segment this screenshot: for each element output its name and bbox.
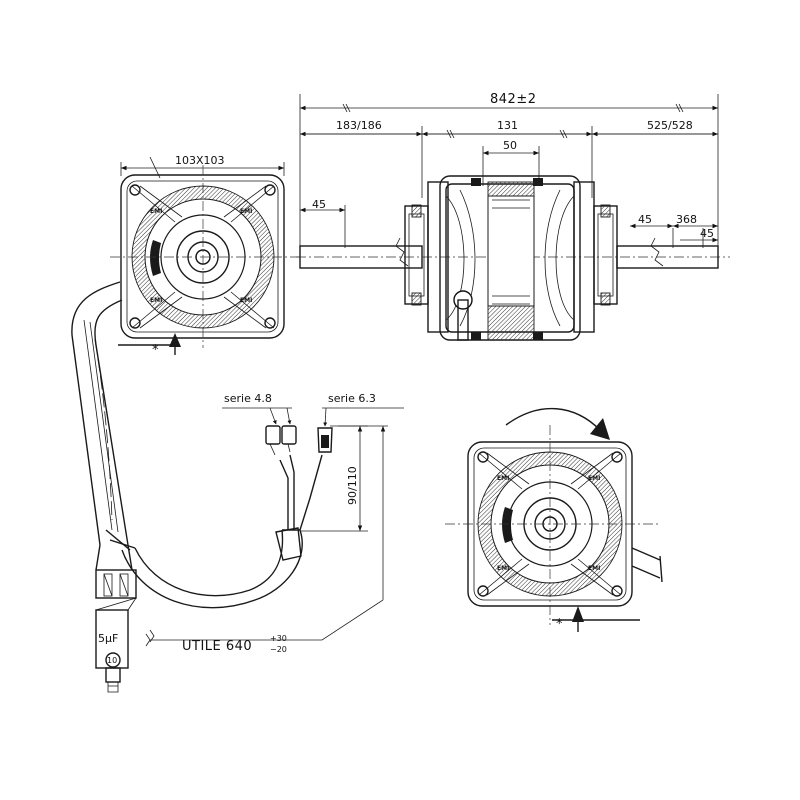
body-length-label: 131 <box>497 119 518 132</box>
emi-mark: EMI <box>588 475 600 482</box>
capacitor: 5µF 10 <box>95 569 137 693</box>
right-flat-label: 45 <box>638 213 652 226</box>
left-shaft-label: 183/186 <box>336 119 382 132</box>
cable-assembly <box>71 281 323 609</box>
lead-length-dimension: 90/110 <box>300 425 368 532</box>
utile-tol-minus: −20 <box>270 645 287 654</box>
capacitor-code: 10 <box>107 656 117 665</box>
emi-mark: EMI <box>240 208 252 215</box>
segment-dimensions: 183/186 131 525/528 50 <box>300 119 718 198</box>
serie-48-label: serie 4.8 <box>224 392 272 405</box>
serie-63-label: serie 6.3 <box>328 392 376 405</box>
right-368-label: 368 <box>676 213 697 226</box>
connectors: serie 4.8 serie 6.3 <box>222 392 404 456</box>
left-flat-label: 45 <box>312 198 326 211</box>
center-width-label: 50 <box>503 139 517 152</box>
emi-mark: EMI <box>150 208 162 215</box>
emi-mark: EMI <box>497 565 509 572</box>
emi-mark: EMI <box>588 565 600 572</box>
utile-dimension: UTILE 640 +30 −20 <box>145 425 388 654</box>
lead-90-110-label: 90/110 <box>346 466 359 505</box>
capacitor-value: 5µF <box>98 632 118 645</box>
right-shaft-label: 525/528 <box>647 119 693 132</box>
front-view-bottom: EMI EMI EMI EMI * <box>445 407 663 632</box>
side-view: 45 45 368 45 <box>296 175 730 341</box>
emi-mark: EMI <box>497 475 509 482</box>
frame-size-label: 103X103 <box>175 154 225 167</box>
asterisk-mark: * <box>152 343 159 358</box>
utile-tol-plus: +30 <box>270 634 287 643</box>
overall-length-label: 842±2 <box>490 92 536 107</box>
right-end-label: 45 <box>700 227 714 240</box>
emi-mark: EMI <box>150 297 162 304</box>
overall-dimension: 842±2 <box>299 92 719 262</box>
utile-label: UTILE 640 <box>182 639 252 654</box>
emi-mark: EMI <box>240 297 252 304</box>
front-view-top: 103X103 EMI EMI EMI EMI * <box>110 154 300 358</box>
asterisk-mark-bottom: * <box>556 617 563 632</box>
